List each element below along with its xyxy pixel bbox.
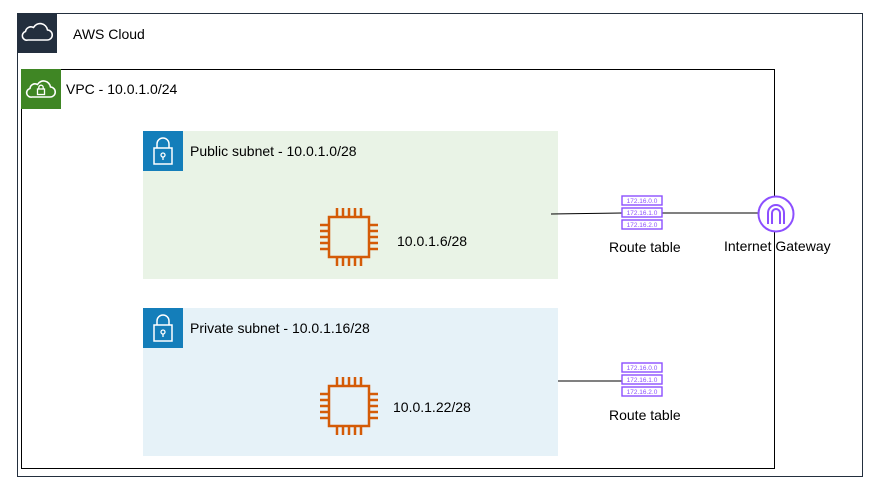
route-table-icon: 172.16.0.0 172.16.1.0 172.16.2.0 (621, 195, 663, 230)
lock-icon (153, 314, 173, 342)
lock-icon (153, 137, 173, 165)
route-entry: 172.16.0.0 (627, 198, 658, 205)
internet-gateway-icon (757, 195, 795, 233)
internet-gateway-label: Internet Gateway (724, 238, 831, 254)
vpc-group (21, 69, 775, 469)
vpc-badge (21, 69, 61, 109)
aws-cloud-label: AWS Cloud (73, 26, 145, 42)
aws-cloud-badge (17, 13, 57, 53)
route-table-icon: 172.16.0.0 172.16.1.0 172.16.2.0 (621, 362, 663, 397)
private-instance-ip: 10.0.1.22/28 (393, 399, 471, 415)
route-entry: 172.16.1.0 (627, 210, 658, 217)
public-instance-ip: 10.0.1.6/28 (397, 233, 468, 249)
ec2-instance-icon (320, 377, 378, 435)
route-entry: 172.16.0.0 (627, 365, 658, 372)
route-entry: 172.16.2.0 (627, 222, 658, 229)
public-subnet-badge (143, 131, 183, 171)
route-entry: 172.16.1.0 (627, 377, 658, 384)
private-subnet-label: Private subnet - 10.0.1.16/28 (190, 320, 370, 336)
route-table-label: Route table (609, 239, 681, 255)
ec2-instance-icon (320, 208, 378, 266)
cloud-icon (21, 22, 54, 41)
public-subnet-group (143, 131, 558, 279)
vpc-label: VPC - 10.0.1.0/24 (66, 81, 178, 97)
public-subnet-label: Public subnet - 10.0.1.0/28 (190, 143, 357, 159)
private-subnet-badge (143, 308, 183, 348)
route-table-label: Route table (609, 407, 681, 423)
route-entry: 172.16.2.0 (627, 389, 658, 396)
aws-cloud-group (17, 13, 863, 477)
private-subnet-group (143, 308, 558, 456)
vpc-cloud-lock-icon (25, 80, 57, 98)
